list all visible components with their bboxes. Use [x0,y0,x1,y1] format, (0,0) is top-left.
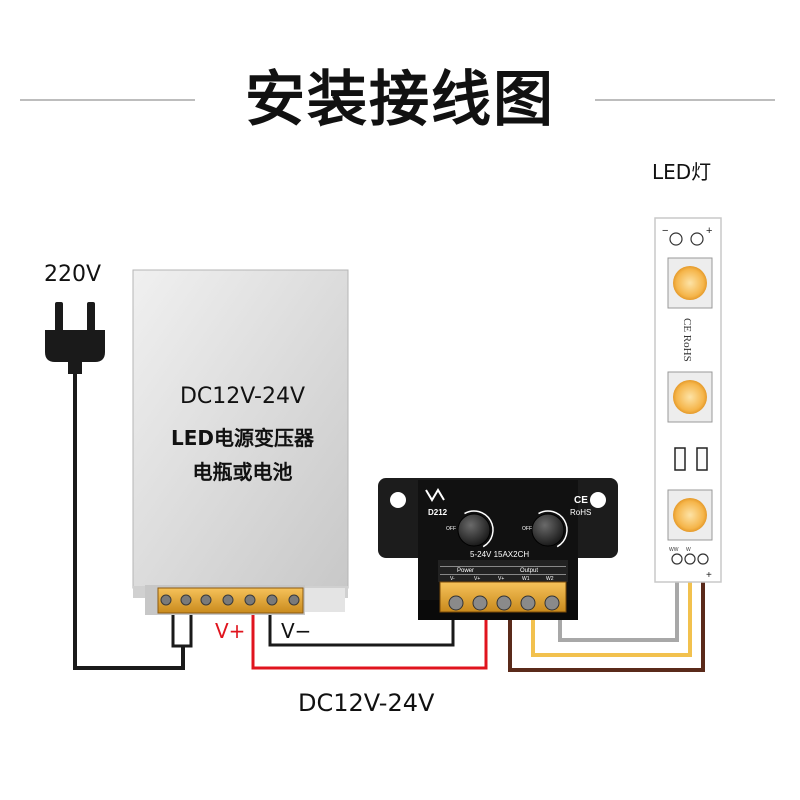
ground-terminal-lead [171,610,193,648]
brightness-knob-right[interactable] [522,504,574,556]
output-wire-brown [508,563,705,672]
v-plus-wire [251,610,488,670]
terminal-label-1: V- [450,576,455,582]
mains-voltage-label: 220V [44,262,102,287]
mains-wire [73,372,185,670]
v-minus-wire [268,610,455,647]
strip-pin-ww: WW [669,547,679,553]
knob-left-off-label: OFF [446,526,456,532]
v-minus-label: V− [281,619,312,643]
strip-ce-rohs: CE RoHS [681,318,693,362]
strip-bottom-plus: + [706,570,712,581]
terminal-label-3: V+ [498,576,504,582]
led-light-label: LED灯 [652,160,712,184]
led-chip-1 [667,257,713,309]
led-strip [654,217,722,583]
output-wire-gray [558,563,679,642]
output-header: Output [520,568,538,574]
output-wire-yellow [531,563,692,657]
resistor-2 [696,447,708,471]
knob-right-off-label: OFF [522,526,532,532]
dimmer-controller [378,478,618,620]
strip-pad-2 [684,553,696,565]
led-chip-2 [667,371,713,423]
resistor-1 [674,447,686,471]
title-rule-left [20,99,195,101]
controller-brand: D212 [428,508,448,517]
power-header: Power [457,568,474,574]
page-title: 安装接线图 [245,65,555,135]
v-plus-label: V+ [215,619,246,643]
psu-alt-label: 电瓶或电池 [192,460,293,484]
strip-pin-w: W [686,547,691,553]
strip-pad-3 [697,553,709,565]
dc-voltage-label: DC12V-24V [298,689,435,717]
terminal-label-2: V+ [474,576,480,582]
strip-minus-mark: − [662,225,668,237]
psu-voltage-label: DC12V-24V [179,384,306,409]
title-rule-right [595,99,775,101]
psu-type-label: LED电源变压器 [170,426,314,450]
brand-logo-icon [425,488,445,502]
terminal-label-5: W2 [546,576,554,582]
controller-rohs-mark: RoHS [570,508,591,517]
strip-pad-1 [671,553,683,565]
led-chip-3 [667,489,713,541]
brightness-knob-left[interactable] [448,504,500,556]
controller-ce-mark: CE [574,495,588,506]
power-plug-icon [45,302,105,374]
strip-plus-mark: + [706,225,712,237]
terminal-label-4: W1 [522,576,530,582]
controller-spec: 5-24V 15AX2CH [470,550,529,559]
power-supply-unit [132,269,349,615]
